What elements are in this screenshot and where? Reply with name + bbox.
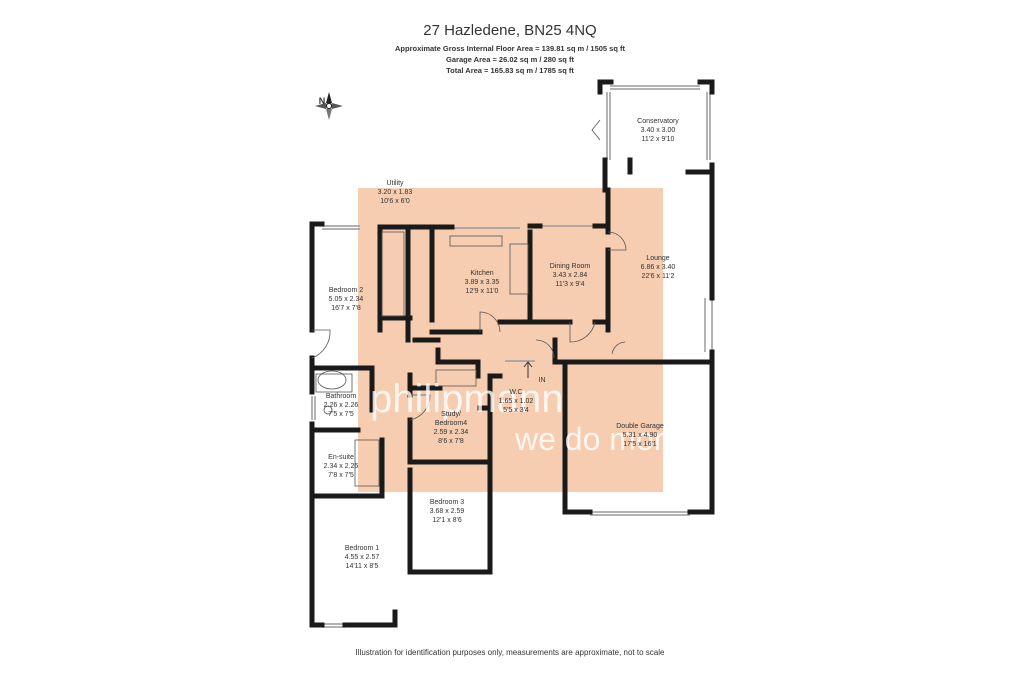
svg-text:14'11 x 8'5: 14'11 x 8'5 [346,563,379,570]
disclaimer: Illustration for identification purposes… [355,648,665,657]
room-bedroom-1: Bedroom 1 4.55 x 2.57 14'11 x 8'5 [345,545,380,570]
room-en-suite: En-suite 2.34 x 2.26 7'8 x 7'5 [324,454,359,479]
svg-text:7'5 x 7'5: 7'5 x 7'5 [328,411,354,418]
gross-internal-area: Approximate Gross Internal Floor Area = … [394,44,625,53]
svg-text:2.34 x 2.26: 2.34 x 2.26 [324,463,359,470]
room-bedroom-2: Bedroom 2 5.05 x 2.34 16'7 x 7'8 [329,287,364,312]
windows [311,85,713,628]
entrance-arrow-icon [523,361,533,378]
svg-text:4.55 x 2.57: 4.55 x 2.57 [345,554,380,561]
compass-label: N [319,96,326,106]
svg-text:Kitchen: Kitchen [470,270,493,277]
svg-text:Bedroom 2: Bedroom 2 [329,287,363,294]
svg-text:Utility: Utility [386,180,404,187]
room-wc: W.C 1.65 x 1.02 5'5 x 3'4 [499,389,534,414]
svg-text:12'9 x 11'0: 12'9 x 11'0 [466,288,499,295]
room-lounge: Lounge 6.86 x 3.40 22'6 x 11'2 [641,255,676,280]
page-title: 27 Hazledene, BN25 4NQ [423,22,597,39]
svg-text:2.59 x 2.34: 2.59 x 2.34 [434,429,469,436]
svg-text:Bedroom 1: Bedroom 1 [345,545,379,552]
svg-text:Bedroom 3: Bedroom 3 [430,499,464,506]
watermark-tagline: we do more [514,421,682,457]
svg-text:17'5 x 16'1: 17'5 x 16'1 [623,441,657,448]
svg-text:3.40 x 3.00: 3.40 x 3.00 [641,127,676,134]
room-double-garage: Double Garage 5.31 x 4.90 17'5 x 16'1 [616,423,664,448]
svg-text:Lounge: Lounge [646,255,669,262]
svg-text:7'8 x 7'5: 7'8 x 7'5 [328,472,354,479]
svg-text:3.20 x 1.83: 3.20 x 1.83 [378,189,413,196]
svg-text:6.86 x 3.40: 6.86 x 3.40 [641,264,676,271]
svg-text:22'6 x 11'2: 22'6 x 11'2 [642,273,675,280]
svg-text:Double Garage: Double Garage [616,423,664,430]
room-conservatory: Conservatory 3.40 x 3.00 11'2 x 9'10 [637,118,679,143]
door-swings [311,119,627,421]
svg-text:5.05 x 2.34: 5.05 x 2.34 [329,296,364,303]
svg-text:Conservatory: Conservatory [637,118,679,125]
svg-text:11'3 x 9'4: 11'3 x 9'4 [555,281,584,288]
room-bathroom: Bathroom 2.26 x 2.26 7'5 x 7'5 [324,393,359,418]
svg-text:Dining Room: Dining Room [550,263,591,270]
svg-text:Bathroom: Bathroom [326,393,357,400]
fixtures [315,231,529,487]
room-dining: Dining Room 3.43 x 2.84 11'3 x 9'4 [550,263,591,288]
svg-text:10'6 x 6'0: 10'6 x 6'0 [380,198,410,205]
walls [309,79,715,628]
entrance-label: IN [539,377,546,384]
svg-text:8'6 x 7'8: 8'6 x 7'8 [438,438,464,445]
watermark-brand: philipmann [370,377,563,421]
total-area: Total Area = 165.83 sq m / 1785 sq ft [446,66,574,75]
compass-icon [315,92,343,120]
svg-text:Bedroom4: Bedroom4 [435,420,467,427]
room-utility: Utility 3.20 x 1.83 10'6 x 6'0 [378,180,413,205]
garage-area: Garage Area = 26.02 sq m / 280 sq ft [446,55,574,64]
room-bedroom-3: Bedroom 3 3.68 x 2.59 12'1 x 8'6 [430,499,465,524]
svg-text:2.26 x 2.26: 2.26 x 2.26 [324,402,359,409]
svg-text:3.43 x 2.84: 3.43 x 2.84 [553,272,588,279]
svg-text:3.89 x 3.35: 3.89 x 3.35 [465,279,500,286]
room-kitchen: Kitchen 3.89 x 3.35 12'9 x 11'0 [465,270,500,295]
svg-text:16'7 x 7'8: 16'7 x 7'8 [331,305,361,312]
svg-text:11'2 x 9'10: 11'2 x 9'10 [642,136,675,143]
svg-text:En-suite: En-suite [328,454,354,461]
room-study: Study/ Bedroom4 2.59 x 2.34 8'6 x 7'8 [434,411,469,445]
svg-text:12'1 x 8'6: 12'1 x 8'6 [432,517,462,524]
svg-text:5.31 x 4.90: 5.31 x 4.90 [623,432,658,439]
svg-text:W.C: W.C [509,389,522,396]
svg-text:Study/: Study/ [441,411,461,418]
svg-text:1.65 x 1.02: 1.65 x 1.02 [499,398,534,405]
svg-text:5'5 x 3'4: 5'5 x 3'4 [503,407,529,414]
svg-text:3.68 x 2.59: 3.68 x 2.59 [430,508,465,515]
